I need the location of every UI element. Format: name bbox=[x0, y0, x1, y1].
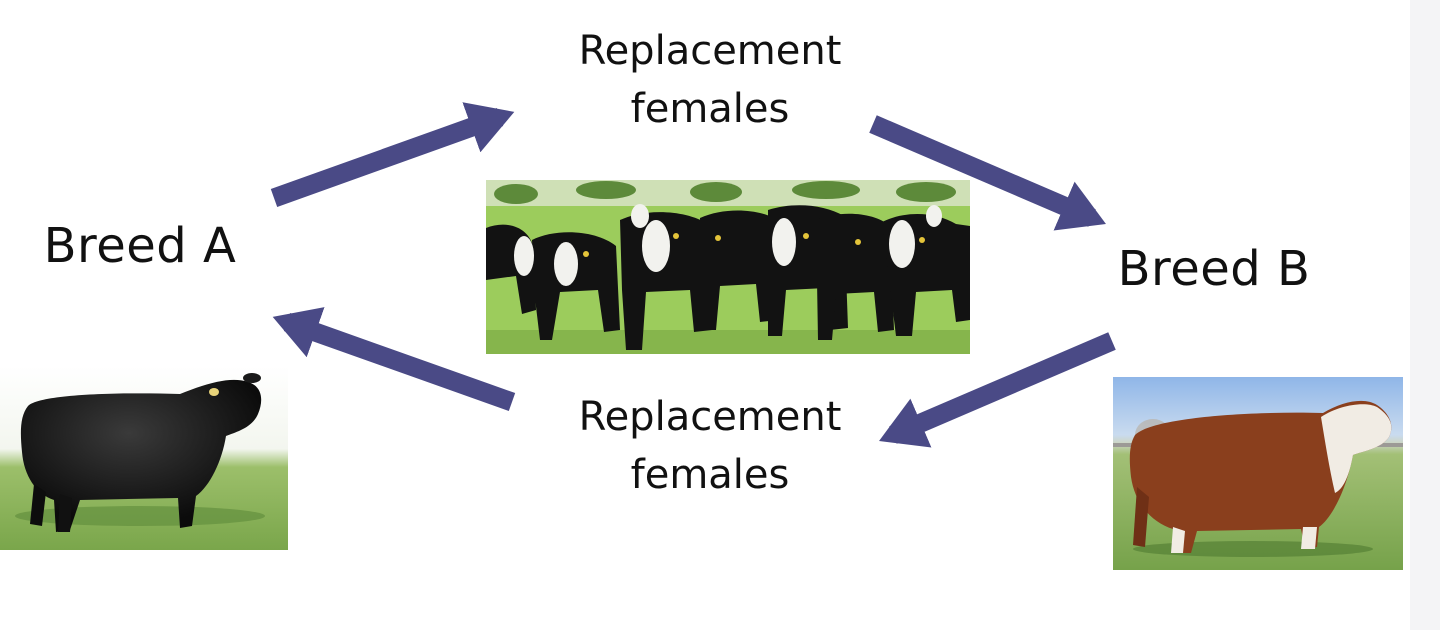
breed-a-bull-photo bbox=[0, 366, 288, 550]
right-edge-strip bbox=[1410, 0, 1440, 630]
bottom-replacement-females-label: Replacement females bbox=[560, 388, 860, 504]
arrow-bottom-females-to-breed-a bbox=[272, 307, 516, 411]
arrow-breed-a-to-top-females bbox=[270, 102, 515, 207]
bottom-replacement-line1: Replacement bbox=[578, 394, 842, 440]
arrow-breed-b-to-bottom-females bbox=[879, 332, 1116, 448]
breed-b-bull-photo bbox=[1113, 377, 1403, 570]
breed-b-label: Breed B bbox=[1117, 241, 1311, 297]
bottom-replacement-line2: females bbox=[630, 452, 790, 498]
top-replacement-line1: Replacement bbox=[578, 28, 842, 74]
top-replacement-females-label: Replacement females bbox=[560, 22, 860, 138]
top-replacement-line2: females bbox=[630, 86, 790, 132]
herd-heifers-photo bbox=[486, 180, 970, 354]
arrow-top-females-to-breed-b bbox=[869, 115, 1106, 231]
breed-a-label: Breed A bbox=[43, 218, 237, 274]
